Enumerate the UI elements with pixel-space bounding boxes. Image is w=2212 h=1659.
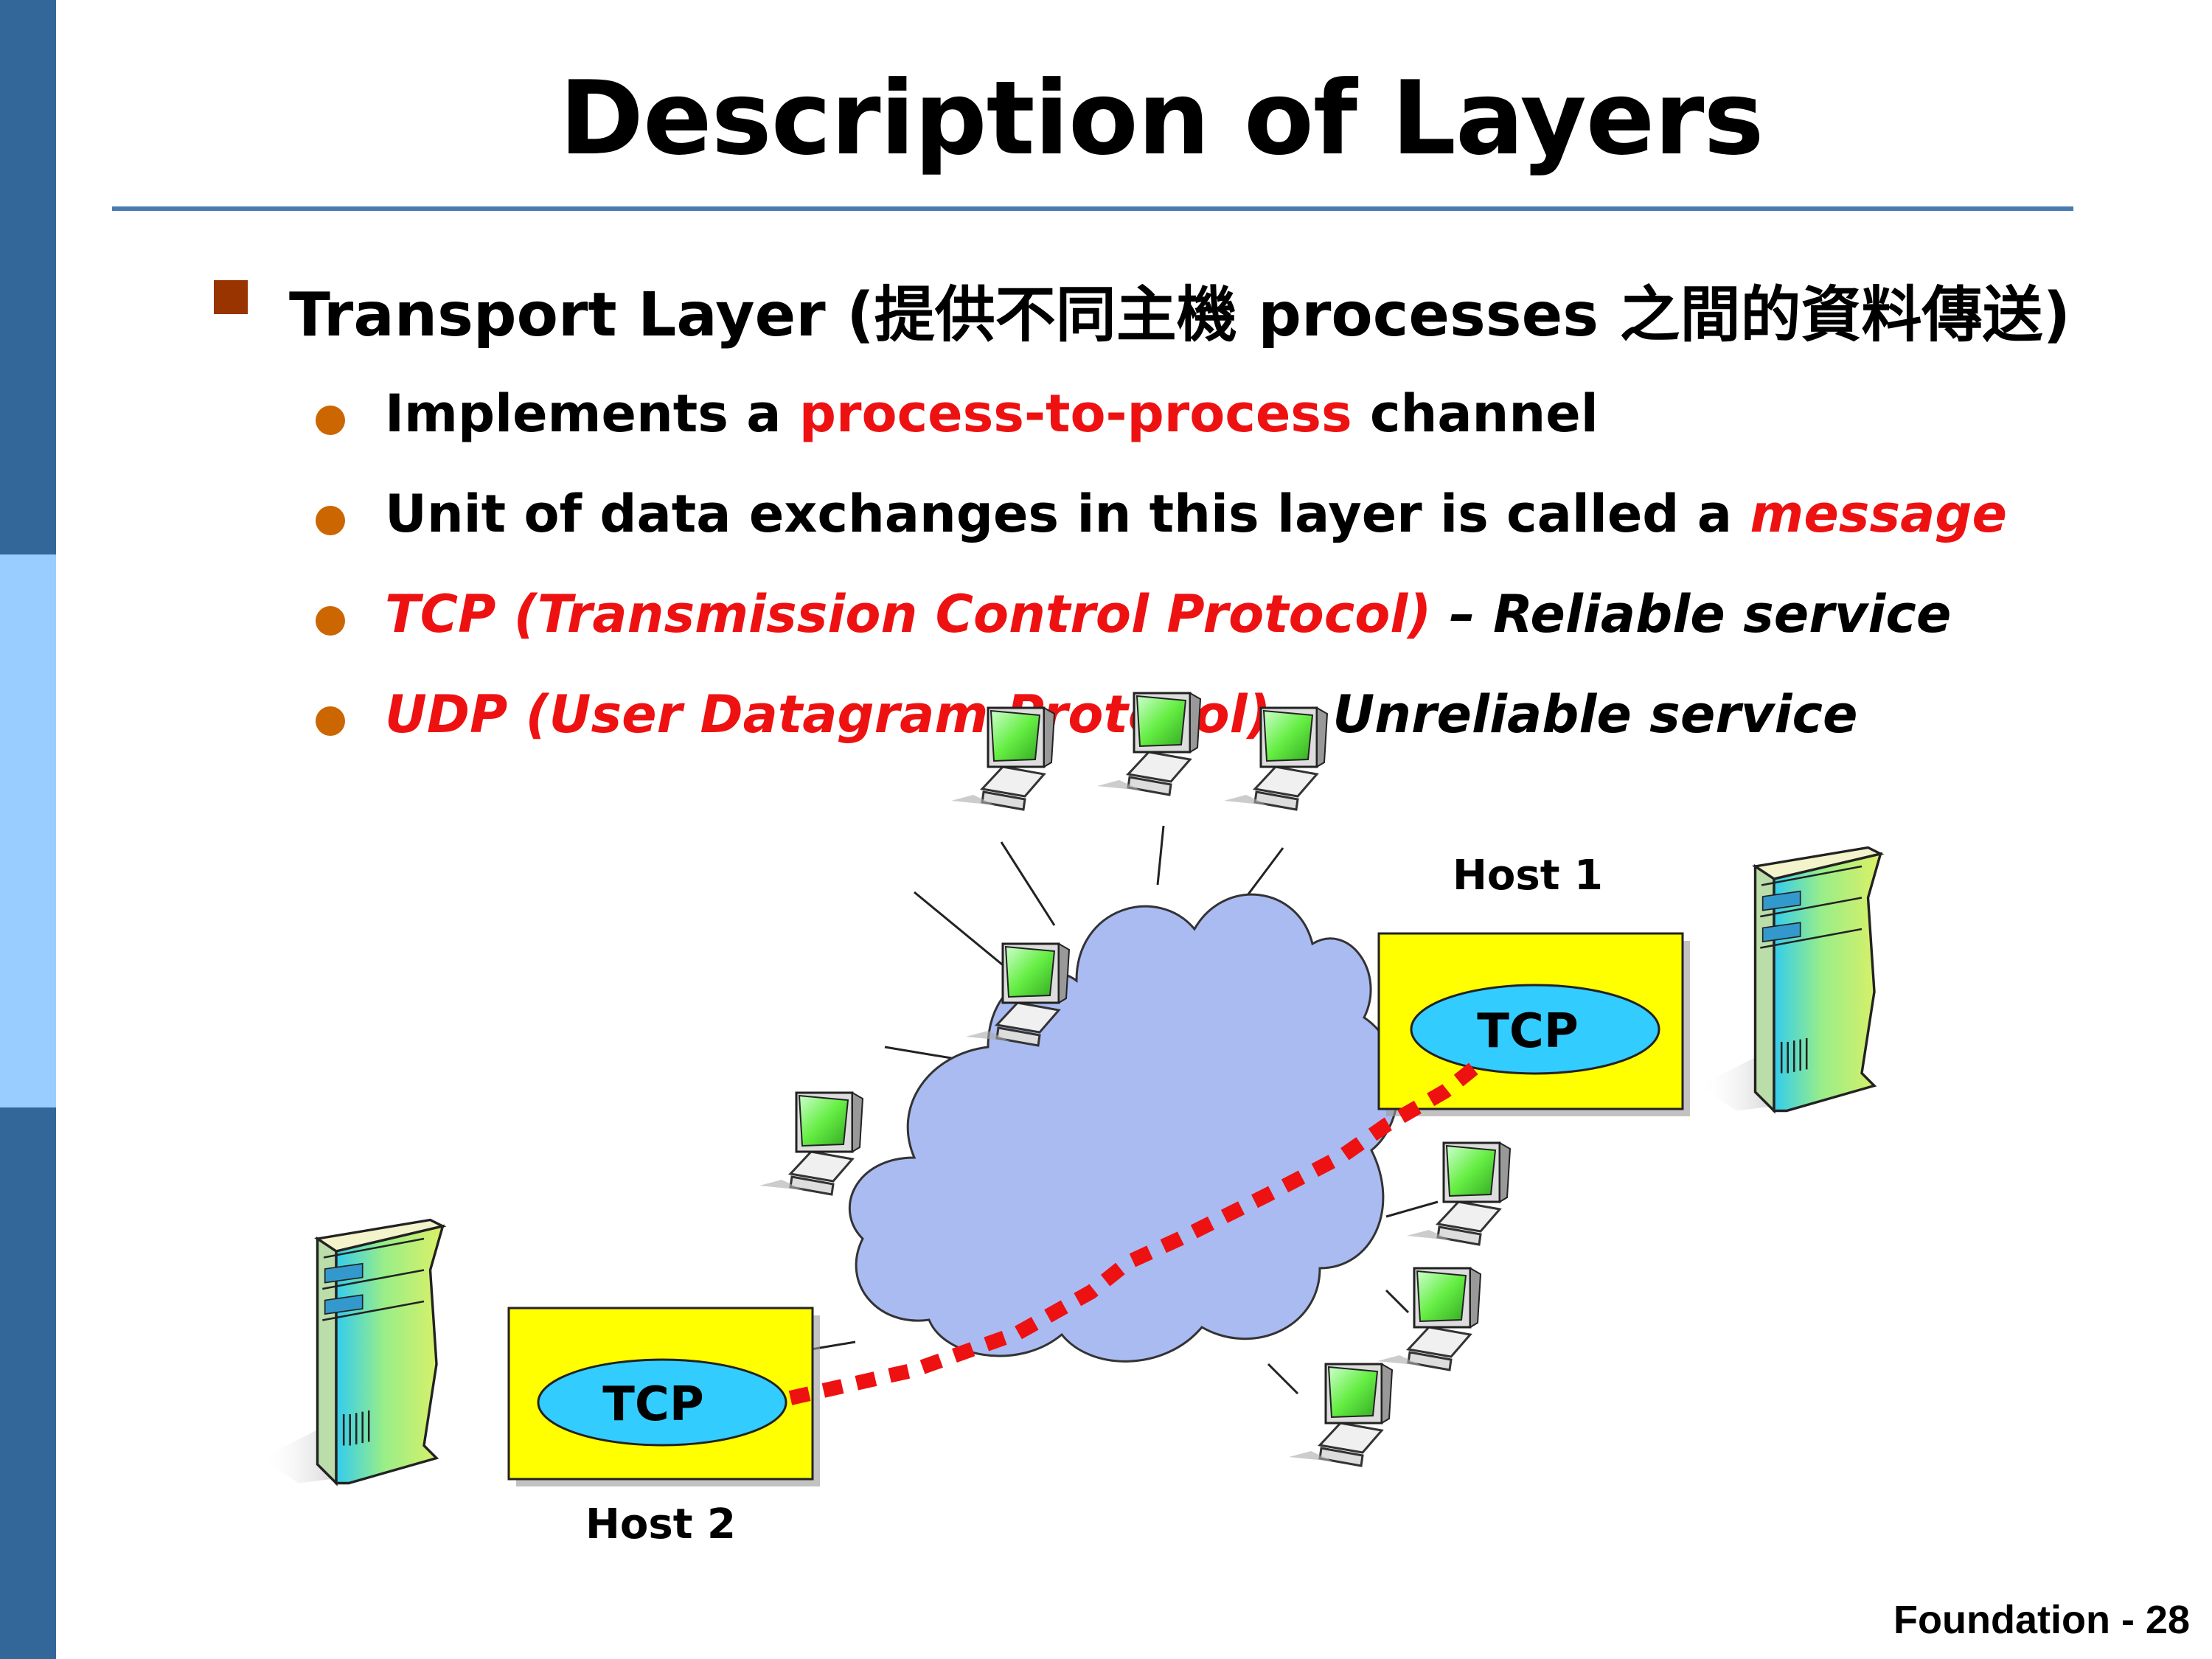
desktop-computer-icon: [1096, 692, 1202, 796]
slide-title: Description of Layers: [559, 59, 1764, 178]
sub-bullet-1-pre: Implements a: [385, 383, 799, 444]
sub-bullet-1-highlight: process-to-process: [799, 383, 1352, 444]
sub-bullet-4: UDP (User Datagram Protocol) – Unreliabl…: [385, 684, 1857, 745]
title-underline: [112, 206, 2073, 211]
sub-bullet-2: Unit of data exchanges in this layer is …: [385, 484, 2007, 544]
sub-bullet-4-highlight: UDP (User Datagram Protocol): [385, 684, 1271, 745]
slide-footer: Foundation - 28: [1893, 1598, 2190, 1642]
sub-bullet-2-pre: Unit of data exchanges in this layer is …: [385, 484, 1750, 544]
main-bullet-suffix: ): [2042, 280, 2071, 350]
square-bullet-icon: [214, 280, 248, 314]
host1-server-icon: [1697, 846, 1882, 1113]
host1-tcp-label: TCP: [1477, 1004, 1579, 1059]
desktop-computer-icon: [1405, 1141, 1512, 1246]
desktop-computer-icon: [950, 706, 1056, 811]
round-bullet-icon: [316, 706, 345, 736]
host2-server-icon: [260, 1218, 445, 1485]
main-bullet-mid: processes: [1237, 280, 1620, 350]
host2-tcp-label: TCP: [602, 1377, 704, 1432]
desktop-computer-icon: [1376, 1267, 1482, 1371]
left-sidebar: [0, 0, 56, 1659]
round-bullet-icon: [316, 506, 345, 535]
host2-label: Host 2: [585, 1500, 736, 1548]
tcp-connection-line: [788, 1056, 1487, 1405]
sidebar-segment-middle: [0, 554, 56, 1107]
main-bullet-text: Transport Layer (提供不同主機 processes 之間的資料傳…: [289, 265, 2070, 353]
sub-bullet-3: TCP (Transmission Control Protocol) – Re…: [385, 584, 1951, 644]
main-bullet-prefix: Transport Layer (: [289, 280, 874, 350]
sidebar-segment-top: [0, 0, 56, 554]
round-bullet-icon: [316, 406, 345, 435]
desktop-computer-icon: [758, 1091, 864, 1196]
sub-bullet-2-highlight: message: [1750, 484, 2007, 544]
sub-bullet-1: Implements a process-to-process channel: [385, 383, 1599, 444]
desktop-computer-icon: [1287, 1363, 1394, 1467]
desktop-computer-icon: [1222, 706, 1329, 811]
host2-tcp-ellipse: [537, 1358, 787, 1447]
sidebar-segment-bottom: [0, 1107, 56, 1659]
host1-label: Host 1: [1453, 852, 1603, 900]
sub-bullet-3-highlight: TCP (Transmission Control Protocol): [385, 584, 1432, 644]
main-bullet-zh2: 之間的資料傳送: [1619, 280, 2043, 350]
main-bullet-zh1: 提供不同主機: [874, 280, 1237, 350]
sub-bullet-1-post: channel: [1352, 383, 1599, 444]
host1-tcp-ellipse: [1410, 984, 1660, 1075]
sub-bullet-4-post: – Unreliable service: [1270, 684, 1858, 745]
internet-cloud: [849, 893, 1399, 1363]
round-bullet-icon: [316, 606, 345, 636]
sub-bullet-3-post: – Reliable service: [1431, 584, 1952, 644]
